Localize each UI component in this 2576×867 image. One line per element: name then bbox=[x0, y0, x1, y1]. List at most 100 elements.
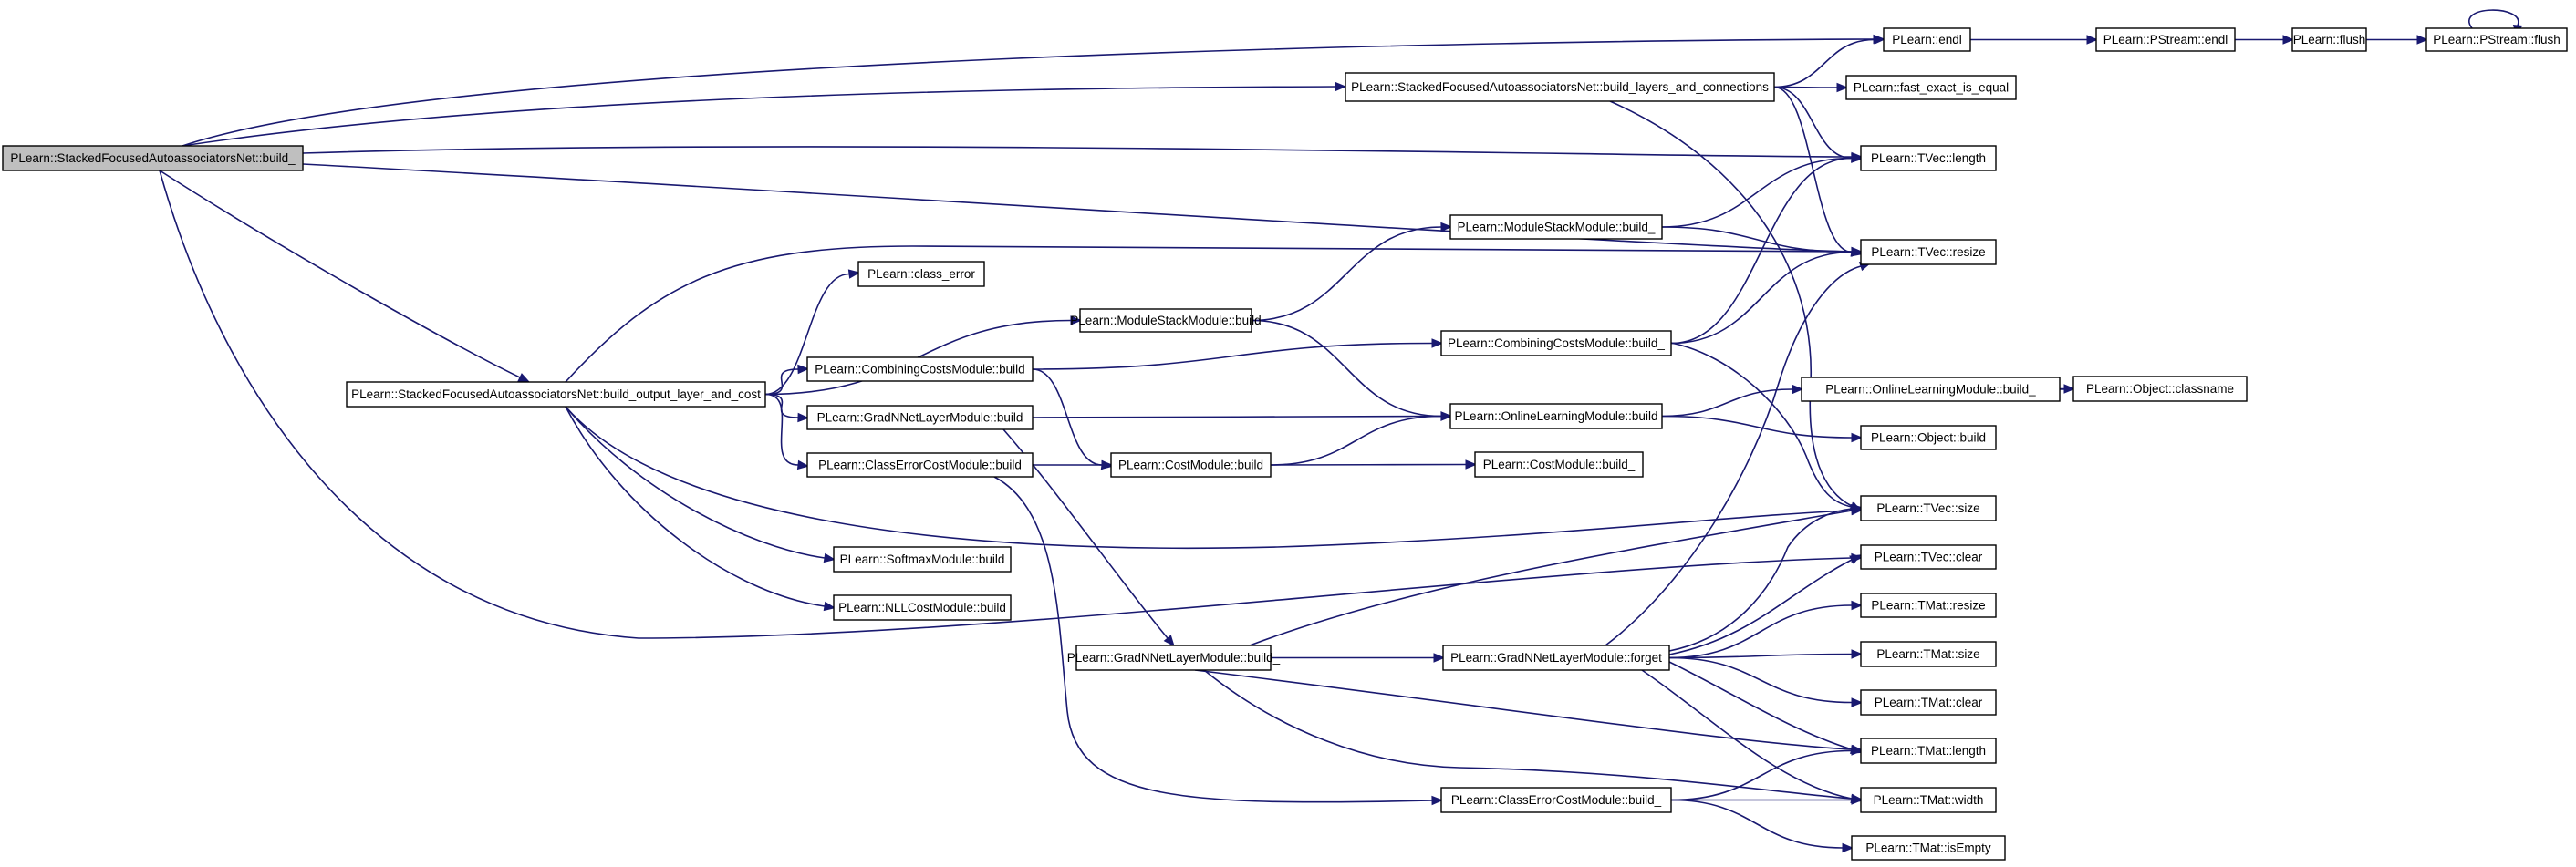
call-edge-gnl_build_-to-tmat_length bbox=[1194, 669, 1864, 755]
node-label: PLearn::TMat::resize bbox=[1871, 599, 1985, 613]
node-olm-build-[interactable]: PLearn::OnlineLearningModule::build_ bbox=[1801, 377, 2061, 402]
node-tvec-size[interactable]: PLearn::TVec::size bbox=[1860, 495, 1997, 521]
node-box bbox=[1860, 239, 1997, 265]
node-box bbox=[1860, 425, 1997, 450]
node-cecm-build[interactable]: PLearn::ClassErrorCostModule::build bbox=[806, 452, 1034, 478]
node-label: PLearn::SoftmaxModule::build bbox=[840, 552, 1005, 566]
node-pstream-flush[interactable]: PLearn::PStream::flush bbox=[2425, 27, 2568, 52]
node-box bbox=[1860, 641, 1997, 667]
edge-line bbox=[565, 406, 826, 559]
node-label: PLearn::endl bbox=[1892, 33, 1962, 46]
node-cm-build[interactable]: PLearn::CostModule::build bbox=[1110, 452, 1272, 478]
node-tmat-resize[interactable]: PLearn::TMat::resize bbox=[1860, 593, 1997, 618]
node-obj-classname[interactable]: PLearn::Object::classname bbox=[2072, 376, 2248, 402]
call-edge-bo-to-softmax bbox=[565, 406, 836, 563]
edge-arrowhead bbox=[1851, 746, 1864, 756]
node-label: PLearn::GradNNetLayerModule::forget bbox=[1450, 651, 1662, 665]
node-box bbox=[2291, 27, 2367, 52]
node-olm-build[interactable]: PLearn::OnlineLearningModule::build bbox=[1449, 403, 1663, 429]
call-edge-cecm_build_-to-tmat_length bbox=[1670, 746, 1864, 801]
node-msm-build[interactable]: PLearn::ModuleStackModule::build bbox=[1070, 308, 1262, 333]
node-box bbox=[857, 261, 985, 287]
call-edge-ccm_build-to-ccm_build_ bbox=[1032, 338, 1444, 370]
node-label: PLearn::ClassErrorCostModule::build_ bbox=[1451, 793, 1662, 807]
edge-arrowhead bbox=[1101, 459, 1114, 470]
edge-arrowhead bbox=[1850, 503, 1864, 514]
node-tvec-resize[interactable]: PLearn::TVec::resize bbox=[1860, 239, 1997, 265]
node-label: PLearn::TVec::clear bbox=[1875, 551, 1983, 564]
node-cecm-build-[interactable]: PLearn::ClassErrorCostModule::build_ bbox=[1440, 787, 1672, 813]
edge-line bbox=[565, 245, 1853, 383]
call-edge-msm_build_-to-tvec_length bbox=[1661, 153, 1864, 228]
node-softmax[interactable]: PLearn::SoftmaxModule::build bbox=[833, 546, 1012, 573]
node-bl[interactable]: PLearn::StackedFocusedAutoassociatorsNet… bbox=[1345, 72, 1775, 102]
edge-line bbox=[1249, 510, 1853, 646]
node-cm-build-[interactable]: PLearn::CostModule::build_ bbox=[1474, 451, 1644, 478]
edge-line bbox=[764, 393, 799, 466]
node-nll[interactable]: PLearn::NLLCostModule::build bbox=[833, 594, 1012, 621]
call-edge-bo-to-cecm_build bbox=[764, 393, 810, 470]
call-edge-cm_build-to-olm_build bbox=[1270, 411, 1453, 466]
node-ccm-build[interactable]: PLearn::CombiningCostsModule::build bbox=[806, 356, 1034, 382]
call-edge-ccm_build_-to-tvec_length bbox=[1670, 153, 1864, 345]
node-box bbox=[1860, 787, 1997, 813]
node-label: PLearn::CombiningCostsModule::build bbox=[815, 363, 1024, 377]
node-tmat-length[interactable]: PLearn::TMat::length bbox=[1860, 738, 1997, 764]
edge-arrowhead bbox=[1440, 411, 1453, 421]
node-msm-build-[interactable]: PLearn::ModuleStackModule::build_ bbox=[1449, 214, 1663, 240]
call-edge-gnl_forget-to-tmat_resize bbox=[1668, 600, 1864, 659]
edge-arrowhead bbox=[1335, 81, 1347, 92]
edge-line bbox=[1270, 415, 1442, 466]
node-label: PLearn::class_error bbox=[867, 267, 975, 281]
edge-arrowhead bbox=[1440, 222, 1453, 232]
node-box bbox=[1449, 403, 1663, 429]
node-bo[interactable]: PLearn::StackedFocusedAutoassociatorsNet… bbox=[346, 381, 766, 408]
node-tmat-size[interactable]: PLearn::TMat::size bbox=[1860, 641, 1997, 667]
node-endl[interactable]: PLearn::endl bbox=[1883, 27, 1971, 52]
node-box bbox=[806, 405, 1034, 430]
call-edge-cm_build-to-cm_build_ bbox=[1270, 459, 1478, 470]
node-label: PLearn::Object::build bbox=[1871, 431, 1986, 445]
node-gnl-forget[interactable]: PLearn::GradNNetLayerModule::forget bbox=[1442, 645, 1670, 671]
node-flush[interactable]: PLearn::flush bbox=[2291, 27, 2367, 52]
node-label: PLearn::TMat::clear bbox=[1875, 696, 1983, 709]
node-tmat-isempty[interactable]: PLearn::TMat::isEmpty bbox=[1851, 835, 2006, 861]
call-edge-cecm_build-to-cecm_build_ bbox=[993, 476, 1444, 806]
node-gnl-build-[interactable]: PLearn::GradNNetLayerModule::build_ bbox=[1067, 645, 1281, 671]
node-box bbox=[2095, 27, 2236, 52]
node-ccm-build-[interactable]: PLearn::CombiningCostsModule::build_ bbox=[1440, 330, 1672, 356]
node-tvec-clear[interactable]: PLearn::TVec::clear bbox=[1860, 544, 1997, 570]
node-tmat-clear[interactable]: PLearn::TMat::clear bbox=[1860, 689, 1997, 716]
call-edge-pstream_endl-to-flush bbox=[2235, 35, 2295, 45]
node-label: PLearn::TMat::size bbox=[1876, 647, 1979, 661]
node-root[interactable]: PLearn::StackedFocusedAutoassociatorsNet… bbox=[2, 145, 304, 171]
call-edge-root-to-bl bbox=[182, 81, 1347, 147]
node-label: PLearn::Object::classname bbox=[2086, 382, 2234, 396]
call-edge-gnl_build_-to-tmat_width bbox=[1203, 669, 1864, 804]
edge-line bbox=[1773, 38, 1875, 88]
edge-arrowhead bbox=[1874, 35, 1886, 45]
node-label: PLearn::CostModule::build bbox=[1118, 459, 1263, 472]
node-class-error[interactable]: PLearn::class_error bbox=[857, 261, 985, 287]
node-obj-build[interactable]: PLearn::Object::build bbox=[1860, 425, 1997, 450]
edge-arrowhead bbox=[1433, 653, 1446, 663]
edge-arrowhead bbox=[1851, 697, 1864, 707]
edge-line bbox=[1032, 415, 1442, 418]
node-fast[interactable]: PLearn::fast_exact_is_equal bbox=[1845, 75, 2017, 100]
node-tmat-width[interactable]: PLearn::TMat::width bbox=[1860, 787, 1997, 813]
node-pstream-endl[interactable]: PLearn::PStream::endl bbox=[2095, 27, 2236, 52]
edge-line bbox=[159, 170, 1853, 639]
node-tvec-length[interactable]: PLearn::TVec::length bbox=[1860, 145, 1997, 171]
edge-arrowhead bbox=[1792, 384, 1804, 395]
node-gnl-build[interactable]: PLearn::GradNNetLayerModule::build bbox=[806, 405, 1034, 430]
node-box bbox=[806, 356, 1034, 382]
node-label: PLearn::PStream::endl bbox=[2103, 33, 2228, 46]
node-label: PLearn::TVec::length bbox=[1871, 151, 1986, 165]
edge-arrowhead bbox=[796, 459, 810, 470]
node-box bbox=[1440, 787, 1672, 813]
call-graph-nodes: PLearn::StackedFocusedAutoassociatorsNet… bbox=[2, 27, 2568, 861]
node-label: PLearn::GradNNetLayerModule::build bbox=[817, 411, 1023, 425]
node-label: PLearn::flush bbox=[2293, 33, 2366, 46]
node-box bbox=[1474, 451, 1644, 478]
edge-arrowhead bbox=[797, 412, 810, 423]
